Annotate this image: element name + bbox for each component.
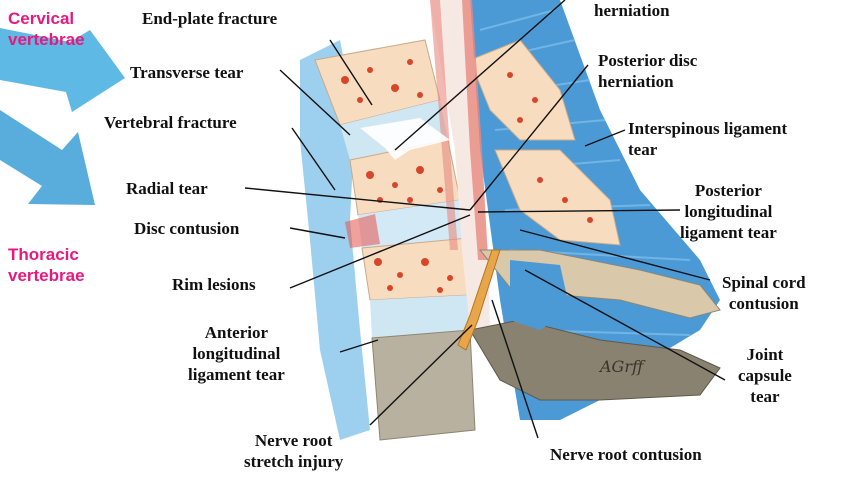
label-spinal-cord-line-2: contusion (722, 293, 806, 314)
label-anterior-long-line-1: Anterior (188, 322, 285, 343)
label-posterior-longitudinal-ligament-tear: Posterior longitudinal ligament tear (680, 180, 777, 243)
label-herniation: herniation (594, 0, 670, 21)
label-interspinous-line-2: tear (628, 139, 787, 160)
region-thoracic-line-2: vertebrae (8, 265, 85, 286)
label-vertebral-fracture: Vertebral fracture (104, 112, 237, 133)
label-anterior-long-line-2: longitudinal (188, 343, 285, 364)
label-joint-capsule-line-1: Joint (738, 344, 792, 365)
label-interspinous-ligament-tear: Interspinous ligament tear (628, 118, 787, 160)
label-joint-capsule-tear: Joint capsule tear (738, 344, 792, 407)
label-nerve-root-stretch-injury: Nerve root stretch injury (244, 430, 343, 472)
label-nerve-root-stretch-line-2: stretch injury (244, 451, 343, 472)
label-joint-capsule-line-2: capsule (738, 365, 792, 386)
label-radial-tear: Radial tear (126, 178, 208, 199)
label-posterior-disc-line-1: Posterior disc (598, 50, 697, 71)
label-nerve-root-stretch-line-1: Nerve root (244, 430, 343, 451)
label-posterior-disc-herniation: Posterior disc herniation (598, 50, 697, 92)
label-posterior-disc-line-2: herniation (598, 71, 697, 92)
label-end-plate-fracture: End-plate fracture (142, 8, 277, 29)
label-nerve-root-contusion: Nerve root contusion (550, 444, 702, 465)
label-spinal-cord-contusion: Spinal cord contusion (722, 272, 806, 314)
region-cervical-line-2: vertebrae (8, 29, 85, 50)
artist-signature: AGrff (598, 357, 646, 376)
label-anterior-long-line-3: ligament tear (188, 364, 285, 385)
region-label-cervical: Cervical vertebrae (8, 8, 85, 50)
label-joint-capsule-line-3: tear (738, 386, 792, 407)
label-transverse-tear: Transverse tear (130, 62, 243, 83)
label-posterior-long-line-2: longitudinal (680, 201, 777, 222)
label-spinal-cord-line-1: Spinal cord (722, 272, 806, 293)
region-thoracic-line-1: Thoracic (8, 244, 85, 265)
label-posterior-long-line-3: ligament tear (680, 222, 777, 243)
region-cervical-line-1: Cervical (8, 8, 85, 29)
thoracic-arrow-icon (0, 110, 95, 205)
label-interspinous-line-1: Interspinous ligament (628, 118, 787, 139)
label-anterior-longitudinal-ligament-tear: Anterior longitudinal ligament tear (188, 322, 285, 385)
label-disc-contusion: Disc contusion (134, 218, 239, 239)
region-label-thoracic: Thoracic vertebrae (8, 244, 85, 286)
label-rim-lesions: Rim lesions (172, 274, 256, 295)
label-posterior-long-line-1: Posterior (680, 180, 777, 201)
disc-contusion-zone (345, 214, 380, 248)
